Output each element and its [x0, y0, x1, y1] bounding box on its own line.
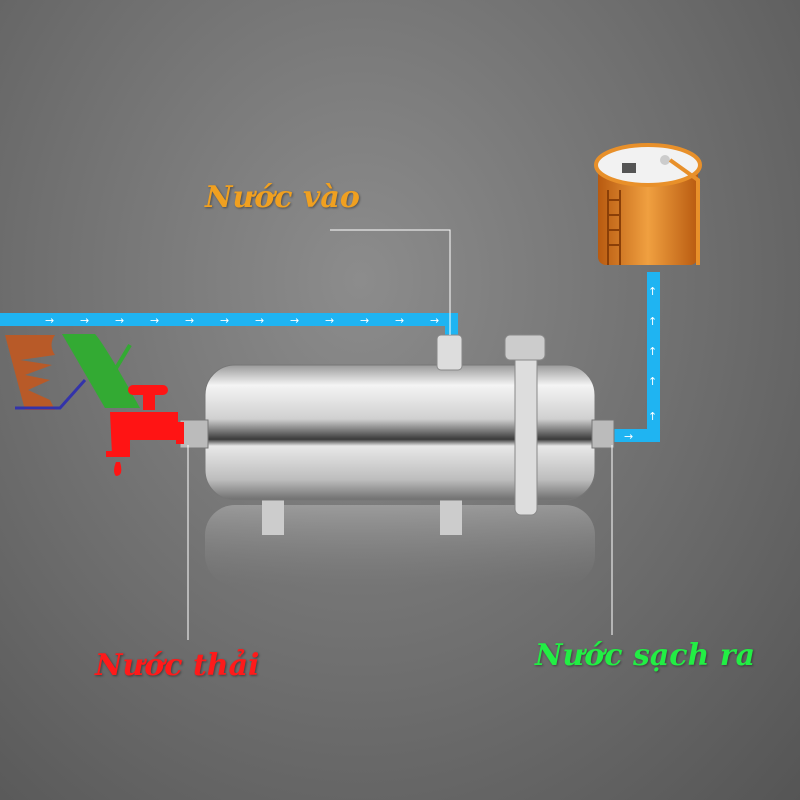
filter-tank	[179, 334, 615, 535]
svg-text:→: →	[115, 314, 124, 327]
svg-text:→: →	[45, 314, 54, 327]
svg-text:→: →	[360, 314, 369, 327]
svg-text:↑: ↑	[648, 315, 657, 328]
svg-text:→: →	[325, 314, 334, 327]
svg-text:→: →	[80, 314, 89, 327]
outlet-flow-arrows: → ↑ ↑ ↑ ↑ ↑	[624, 285, 657, 443]
svg-text:→: →	[430, 314, 439, 327]
tank-reflection	[205, 505, 595, 585]
clean-out-label: Nước sạch ra	[535, 638, 756, 673]
svg-text:↑: ↑	[648, 410, 657, 423]
svg-text:→: →	[185, 314, 194, 327]
inlet-label: Nước vào	[205, 180, 360, 215]
svg-text:↑: ↑	[648, 285, 657, 298]
svg-text:→: →	[150, 314, 159, 327]
svg-text:↑: ↑	[648, 345, 657, 358]
waste-label: Nước thải	[95, 648, 260, 683]
inlet-leader-line	[330, 229, 451, 335]
svg-text:→: →	[395, 314, 404, 327]
waste-faucet-icon	[106, 385, 184, 476]
svg-text:↑: ↑	[648, 375, 657, 388]
svg-text:→: →	[290, 314, 299, 327]
svg-text:→: →	[255, 314, 264, 327]
storage-tank-icon	[594, 143, 702, 265]
logo	[5, 334, 140, 410]
inlet-flow-arrows: → → → → → → → → → → → →	[45, 314, 439, 327]
svg-text:→: →	[624, 430, 633, 443]
outlet-pipe	[600, 272, 660, 442]
svg-text:→: →	[220, 314, 229, 327]
